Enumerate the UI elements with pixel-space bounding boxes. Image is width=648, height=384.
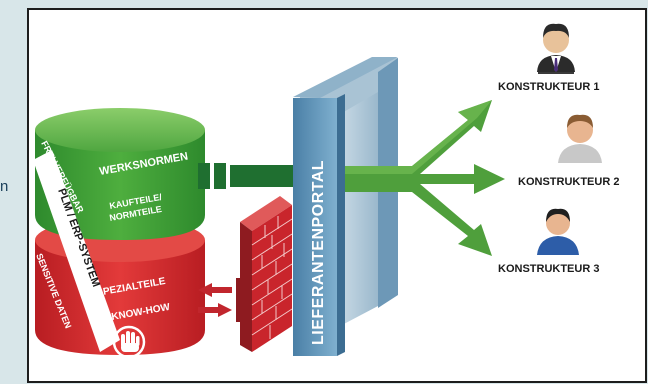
user-gray-icon: [558, 114, 602, 163]
stop-hand-icon: [112, 325, 146, 359]
user-blue-icon: [537, 208, 579, 255]
user-label-3: KONSTRUKTEUR 3: [498, 263, 599, 275]
side-text-fragment: n: [0, 178, 9, 195]
green-data-channel: [198, 163, 295, 189]
green-cylinder: [35, 108, 205, 240]
lieferantenportal-gate: LIEFERANTENPORTAL: [293, 57, 398, 356]
red-blocked-arrows: [198, 278, 240, 322]
user-label-1: KONSTRUKTEUR 1: [498, 81, 599, 93]
firewall-brick-wall-icon: [240, 196, 293, 352]
user-suit-icon: [537, 23, 575, 74]
green-fanout-arrows: [345, 100, 505, 256]
user-label-2: KONSTRUKTEUR 2: [518, 176, 619, 188]
portal-label: LIEFERANTENPORTAL: [310, 160, 327, 345]
